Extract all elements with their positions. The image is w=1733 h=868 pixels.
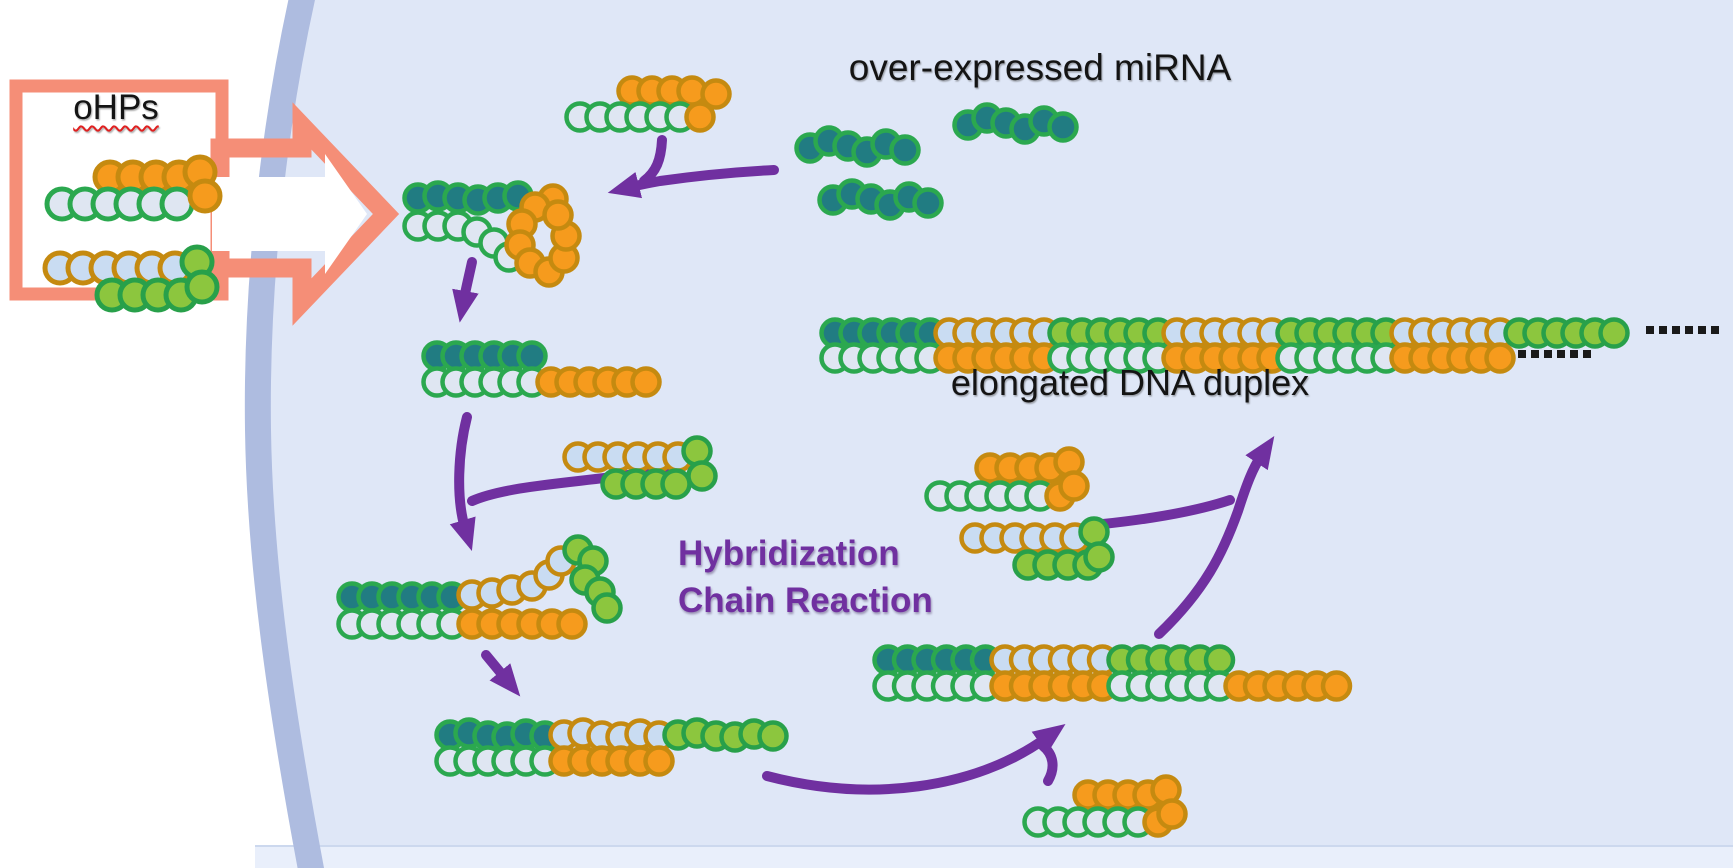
orange-dna-bead xyxy=(643,745,675,777)
elongated-dna-duplex xyxy=(819,317,1630,374)
continuation-dot xyxy=(1672,326,1680,334)
continuation-dots xyxy=(1518,326,1719,358)
continuation-dot xyxy=(1544,350,1552,358)
ohp2-in-box xyxy=(42,244,220,313)
to-h2-complex-arrow xyxy=(449,412,476,551)
continuation-dot xyxy=(1646,326,1654,334)
mirna-strand-2 xyxy=(952,102,1079,145)
elongated-dna-duplex-label: elongated DNA duplex xyxy=(950,362,1310,403)
cell-bottom-strip xyxy=(255,847,1733,868)
mirna-bead xyxy=(1047,111,1079,143)
continuation-dot xyxy=(1698,326,1706,334)
green-dna-bead xyxy=(660,468,692,500)
green-dna-bead xyxy=(686,460,718,492)
ohp1-in-box xyxy=(44,154,223,222)
to-elongated-arrow xyxy=(1154,436,1275,639)
hcr-label: Hybridization Chain Reaction xyxy=(678,530,933,624)
mirna-bead xyxy=(912,187,944,219)
green-dna-bead xyxy=(1203,644,1236,676)
h2-opening-complex xyxy=(336,534,623,640)
orange-dna-bead xyxy=(1484,342,1516,374)
step-down-arrow-1 xyxy=(452,257,479,323)
hairpins-join-tail xyxy=(1098,495,1235,529)
growing-complex xyxy=(872,644,1353,702)
h1-join-tail xyxy=(639,135,667,186)
import-arrow-outline xyxy=(210,102,400,326)
continuation-dot xyxy=(1557,350,1565,358)
mirna-strand-3 xyxy=(817,178,944,221)
overexpressed-mirna-label: over-expressed miRNA xyxy=(848,47,1232,88)
extended-duplex xyxy=(434,717,789,777)
continuation-dot xyxy=(1531,350,1539,358)
continuation-dot xyxy=(1685,326,1693,334)
h2-hairpin-free-2 xyxy=(959,516,1115,581)
continuation-dot xyxy=(1570,350,1578,358)
h1-hairpin-free-2 xyxy=(924,446,1090,512)
orange-dna-bead xyxy=(542,199,574,231)
orange-dna-bead xyxy=(556,608,588,640)
cell-interior xyxy=(257,0,1733,868)
green-dna-bead xyxy=(1078,516,1110,548)
h1-hairpin-free-3 xyxy=(1022,774,1188,838)
cycle-bottom-arrow xyxy=(762,724,1066,795)
orange-dna-bead xyxy=(1156,798,1188,830)
continuation-dot xyxy=(1518,350,1526,358)
orange-dna-bead xyxy=(700,78,732,110)
h2-hairpin-free-1 xyxy=(562,435,718,500)
green-dna-bead xyxy=(681,435,713,467)
mirna-strand-1 xyxy=(794,125,921,168)
green-dna-bead xyxy=(1083,541,1115,573)
h1-hairpin-top xyxy=(564,75,732,133)
hcr-label-line1: Hybridization xyxy=(678,534,900,573)
continuation-dot xyxy=(1659,326,1667,334)
green-dna-bead xyxy=(184,269,220,305)
mirna-bead xyxy=(889,134,921,166)
green-dna-bead xyxy=(757,720,789,752)
ohps-label-text: oHPs xyxy=(73,88,159,127)
hcr-label-line2: Chain Reaction xyxy=(678,581,933,620)
duplex-with-toehold xyxy=(421,340,662,398)
orange-dna-bead xyxy=(630,366,662,398)
orange-dna-bead xyxy=(1320,670,1353,702)
orange-dna-bead xyxy=(1058,470,1090,502)
step-down-arrow-2 xyxy=(481,650,521,697)
h1-join-tail-2 xyxy=(1038,741,1058,786)
open-dna-bead xyxy=(159,186,195,222)
ohps-label: oHPs xyxy=(12,88,220,128)
green-dna-bead xyxy=(591,592,623,624)
import-arrow xyxy=(212,154,367,274)
orange-dna-bead xyxy=(684,101,716,133)
cell-membrane xyxy=(244,0,325,868)
green-dna-bead xyxy=(1598,317,1630,349)
continuation-dot xyxy=(1583,350,1591,358)
initiation-complex xyxy=(402,180,582,288)
bead-structures xyxy=(42,75,1630,838)
continuation-dot xyxy=(1711,326,1719,334)
mirna-bead xyxy=(516,340,548,372)
orange-dna-bead xyxy=(187,178,223,214)
mirna-to-ohp-arrow xyxy=(607,165,779,199)
